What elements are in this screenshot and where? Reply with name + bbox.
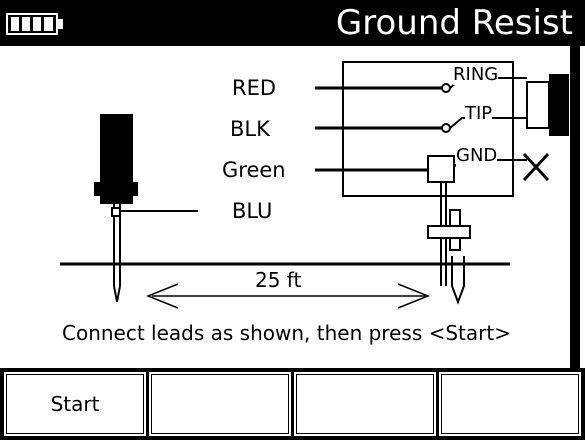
connection-diagram: RED BLK Green BLU RING TIP GND 25 ft [0, 46, 585, 368]
battery-full-icon [6, 13, 63, 35]
title-bar: Ground Resist [0, 0, 585, 46]
page-title: Ground Resist [335, 3, 573, 43]
start-softkey[interactable]: Start [4, 372, 146, 436]
blk-lead-label: BLK [230, 117, 270, 141]
tip-terminal-label: TIP [465, 103, 493, 124]
red-clip [441, 83, 451, 93]
probe-clip [111, 207, 121, 217]
ring-terminal-label: RING [453, 64, 499, 85]
ground-rod-clamp [427, 155, 455, 183]
red-lead-label: RED [232, 76, 277, 100]
softkey-2[interactable] [149, 372, 291, 436]
softkey-bar: Start [0, 368, 585, 440]
blu-lead-label: BLU [232, 199, 273, 223]
green-lead-label: Green [222, 158, 286, 182]
jack-plug [549, 74, 569, 136]
wiring-drawing [60, 61, 569, 309]
ground-rod-collar [427, 225, 471, 239]
tip-trace [449, 117, 527, 129]
probe-handle [100, 114, 133, 182]
softkey-4[interactable] [439, 372, 581, 436]
probe-guard [94, 182, 138, 196]
gnd-terminal-label: GND [456, 145, 498, 166]
scrollbar-thumb[interactable] [570, 46, 580, 368]
scrollbar[interactable] [569, 46, 581, 368]
instruction-text: Connect leads as shown, then press <Star… [62, 321, 511, 345]
blk-clip [441, 123, 451, 133]
distance-label: 25 ft [255, 268, 302, 292]
jack-housing [526, 81, 550, 129]
softkey-3[interactable] [294, 372, 436, 436]
